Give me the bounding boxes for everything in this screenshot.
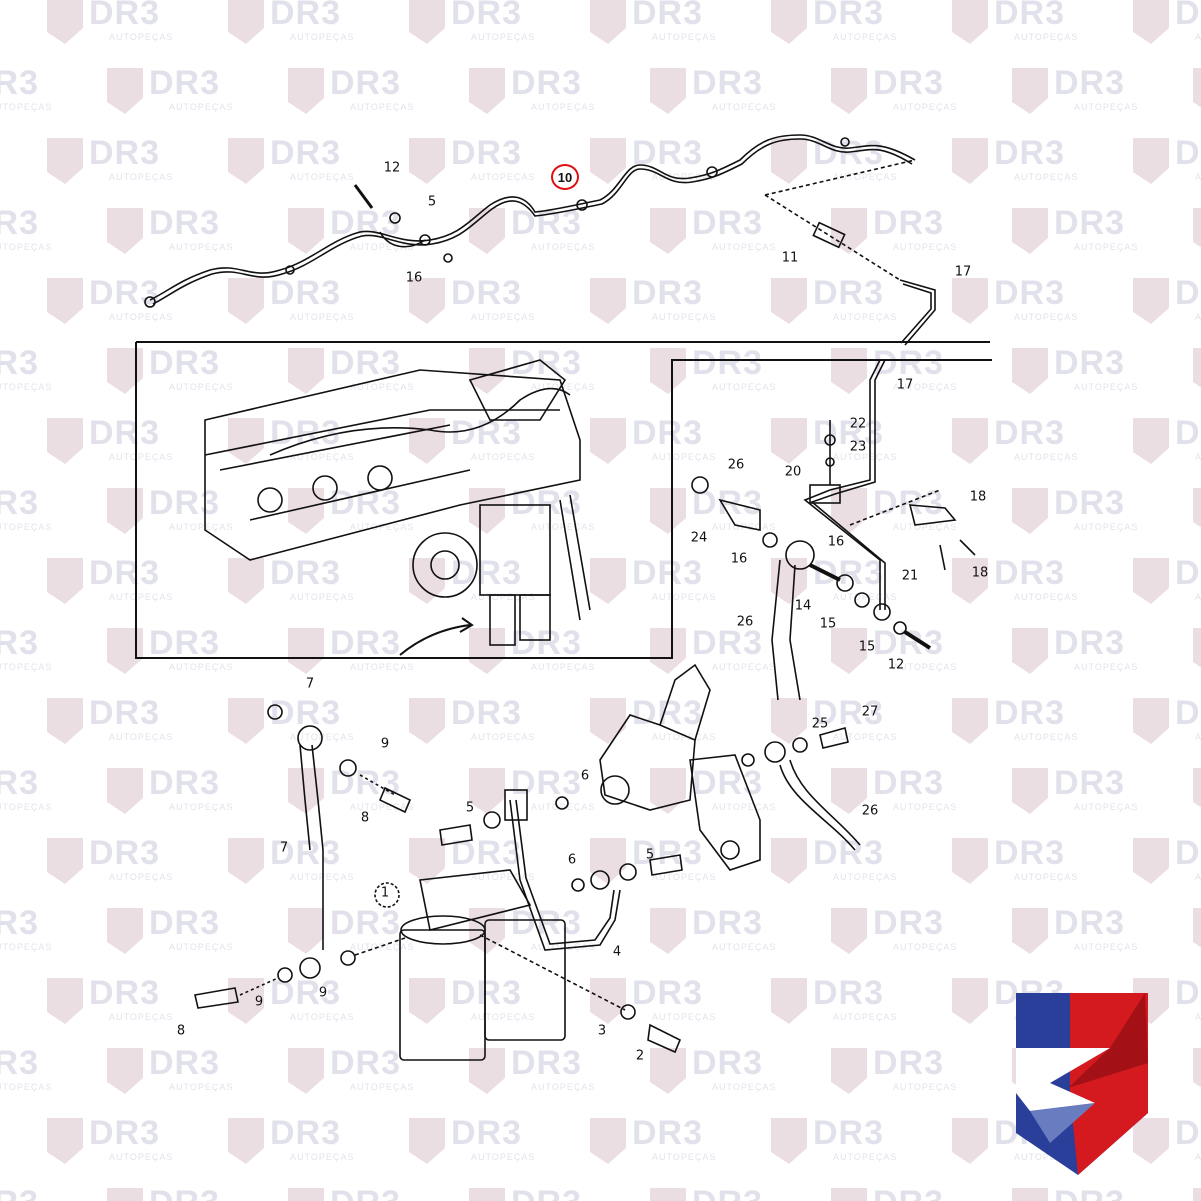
part-number-label: 15	[819, 616, 837, 632]
part-number-label: 17	[954, 264, 972, 280]
part-number-label: 23	[849, 439, 867, 455]
part-number-label: 4	[612, 944, 622, 960]
part-number-label: 7	[305, 676, 315, 692]
part-number-label: 18	[969, 489, 987, 505]
part-number-label: 6	[567, 852, 577, 868]
part-number-label: 3	[597, 1023, 607, 1039]
part-number-label: 26	[736, 614, 754, 630]
part-number-label: 21	[901, 568, 919, 584]
part-number-label: 26	[861, 803, 879, 819]
part-number-label: 20	[784, 464, 802, 480]
part-number-label: 15	[858, 639, 876, 655]
part-number-label: 14	[794, 598, 812, 614]
part-number-label: 1	[380, 885, 390, 901]
engine-inset	[135, 341, 992, 659]
part-number-label: 16	[730, 551, 748, 567]
part-number-label: 25	[811, 716, 829, 732]
part-number-label: 18	[971, 565, 989, 581]
filter-assembly	[194, 663, 861, 1061]
part-number-label: 6	[580, 768, 590, 784]
part-number-label: 8	[360, 810, 370, 826]
fuel-line-top	[144, 134, 936, 346]
part-number-label: 2	[635, 1048, 645, 1064]
part-number-label: 24	[690, 530, 708, 546]
part-number-label: 8	[176, 1023, 186, 1039]
highlighted-part-callout[interactable]: 10	[551, 164, 579, 190]
part-number-label: 12	[383, 160, 401, 176]
part-number-label: 5	[465, 800, 475, 816]
part-number-label: 9	[254, 994, 264, 1010]
part-number-label: 22	[849, 416, 867, 432]
part-number-label: 11	[781, 250, 799, 266]
part-number-label: 26	[727, 457, 745, 473]
part-number-label: 12	[887, 657, 905, 673]
right-inset-parts	[691, 359, 976, 701]
part-number-label: 5	[427, 194, 437, 210]
dr3-logo	[1016, 993, 1148, 1175]
part-number-label: 27	[861, 704, 879, 720]
part-number-label: 16	[405, 270, 423, 286]
part-number-label: 5	[645, 847, 655, 863]
part-number-label: 7	[279, 840, 289, 856]
part-number-label: 9	[380, 736, 390, 752]
part-number-label: 16	[827, 534, 845, 550]
part-number-label: 9	[318, 985, 328, 1001]
part-number-label: 17	[896, 377, 914, 393]
